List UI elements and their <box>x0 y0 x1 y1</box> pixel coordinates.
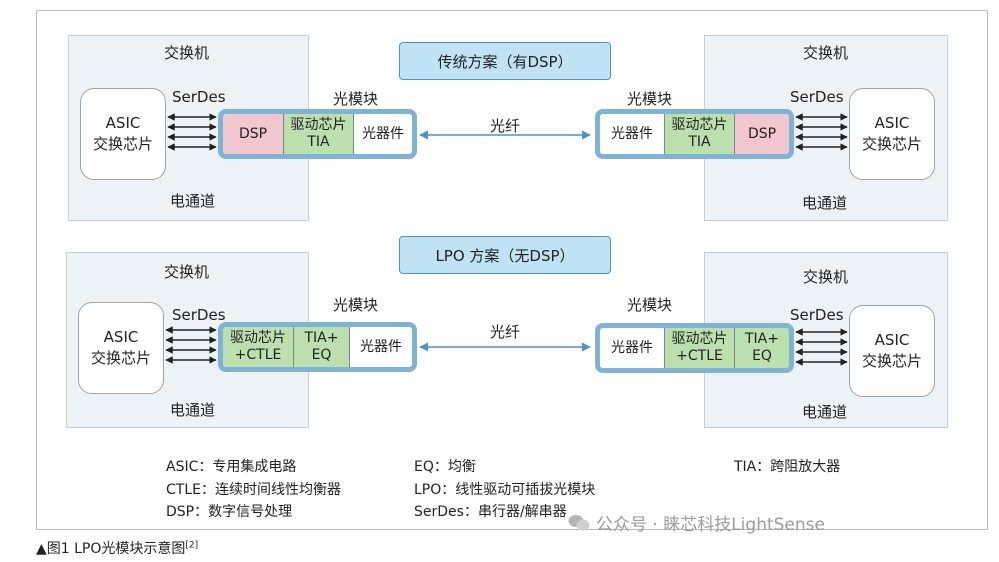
tia-eq-chip: TIA+ EQ <box>734 328 789 368</box>
dsp-chip-label: DSP <box>747 125 777 142</box>
serdes-label: SerDes <box>790 88 844 106</box>
module-label: 光模块 <box>627 296 673 314</box>
optical-device-label: 光器件 <box>611 125 653 142</box>
legend-lpo: LPO：线性驱动可插拔光模块 <box>414 482 596 498</box>
switch-label: 交换机 <box>803 268 849 286</box>
scheme-title-lpo: LPO 方案（无DSP） <box>399 236 611 274</box>
legend-tia: TIA：跨阻放大器 <box>734 459 841 475</box>
asic-label: ASIC <box>874 114 910 132</box>
driver-chip-label: 驱动芯片 <box>230 330 286 346</box>
optical-module-bottom-right: 光器件 驱动芯片 +CTLE TIA+ EQ <box>595 323 794 373</box>
driver-ctle-chip: 驱动芯片 +CTLE <box>223 327 293 367</box>
caption-ref: [2] <box>185 540 199 551</box>
channel-label: 电通道 <box>170 192 216 210</box>
driver-chip: 驱动芯片 TIA <box>283 114 353 154</box>
serdes-label: SerDes <box>790 306 844 324</box>
scheme-title-traditional: 传统方案（有DSP） <box>399 42 611 80</box>
legend-dsp: DSP：数字信号处理 <box>166 504 293 520</box>
eq-label: EQ <box>311 347 332 363</box>
legend-eq: EQ：均衡 <box>414 459 476 475</box>
tia-label: TIA+ <box>745 331 779 347</box>
optical-module-top-right: 光器件 驱动芯片 TIA DSP <box>595 109 794 159</box>
dsp-chip-label: DSP <box>238 125 268 142</box>
driver-chip-label: 驱动芯片 <box>671 331 728 347</box>
diagram-frame <box>36 10 988 530</box>
optical-device-label: 光器件 <box>611 339 653 356</box>
wechat-icon <box>568 514 590 530</box>
serdes-lanes-top-left <box>167 113 217 151</box>
optical-module-bottom-left: 驱动芯片 +CTLE TIA+ EQ 光器件 <box>218 322 417 372</box>
asic-sublabel: 交换芯片 <box>90 349 151 367</box>
asic-label: ASIC <box>105 114 141 132</box>
asic-chip-top-right: ASIC 交换芯片 <box>849 88 935 180</box>
fiber-label: 光纤 <box>490 323 521 341</box>
optical-device-label: 光器件 <box>360 338 402 355</box>
legend-asic: ASIC：专用集成电路 <box>166 459 297 475</box>
watermark: 公众号 · 睐芯科技LightSense <box>568 510 825 535</box>
optical-device: 光器件 <box>353 114 412 154</box>
asic-chip-bottom-right: ASIC 交换芯片 <box>849 305 935 397</box>
asic-chip-bottom-left: ASIC 交换芯片 <box>78 302 164 394</box>
dsp-chip: DSP <box>734 114 789 154</box>
optical-device: 光器件 <box>600 328 664 368</box>
serdes-label: SerDes <box>172 88 226 106</box>
serdes-lanes-bottom-left <box>165 326 217 364</box>
watermark-text: 公众号 · 睐芯科技LightSense <box>596 515 825 535</box>
serdes-lanes-bottom-right <box>795 328 848 366</box>
switch-label: 交换机 <box>164 263 210 281</box>
serdes-label: SerDes <box>172 306 226 324</box>
legend-ctle: CTLE：连续时间线性均衡器 <box>166 482 341 498</box>
module-label: 光模块 <box>333 296 379 314</box>
optical-device: 光器件 <box>349 327 412 367</box>
asic-sublabel: 交换芯片 <box>861 352 922 370</box>
ctle-label: +CTLE <box>676 348 723 364</box>
tia-label: TIA <box>688 134 711 150</box>
channel-label: 电通道 <box>802 194 848 212</box>
serdes-lanes-top-right <box>795 113 848 151</box>
optical-module-top-left: DSP 驱动芯片 TIA 光器件 <box>218 109 417 159</box>
asic-label: ASIC <box>874 331 910 349</box>
asic-sublabel: 交换芯片 <box>92 135 153 153</box>
driver-chip-label: 驱动芯片 <box>290 117 347 133</box>
tia-label: TIA+ <box>304 330 339 346</box>
channel-label: 电通道 <box>170 401 216 419</box>
channel-label: 电通道 <box>802 403 848 421</box>
caption-text: ▲图1 LPO光模块示意图 <box>36 541 186 557</box>
switch-label: 交换机 <box>164 44 210 62</box>
module-label: 光模块 <box>333 90 379 108</box>
switch-label: 交换机 <box>803 44 849 62</box>
tia-label: TIA <box>307 134 330 150</box>
legend-serdes: SerDes：串行器/解串器 <box>414 504 567 520</box>
module-label: 光模块 <box>627 90 673 108</box>
ctle-label: +CTLE <box>234 347 282 363</box>
asic-sublabel: 交换芯片 <box>861 135 922 153</box>
asic-label: ASIC <box>103 328 139 346</box>
optical-device-label: 光器件 <box>362 125 404 142</box>
driver-chip: 驱动芯片 TIA <box>664 114 734 154</box>
figure-caption: ▲图1 LPO光模块示意图[2] <box>36 538 198 558</box>
asic-chip-top-left: ASIC 交换芯片 <box>80 88 166 180</box>
optical-device: 光器件 <box>600 114 664 154</box>
dsp-chip: DSP <box>223 114 283 154</box>
eq-label: EQ <box>752 348 772 364</box>
driver-ctle-chip: 驱动芯片 +CTLE <box>664 328 734 368</box>
tia-eq-chip: TIA+ EQ <box>293 327 349 367</box>
driver-chip-label: 驱动芯片 <box>671 117 728 133</box>
